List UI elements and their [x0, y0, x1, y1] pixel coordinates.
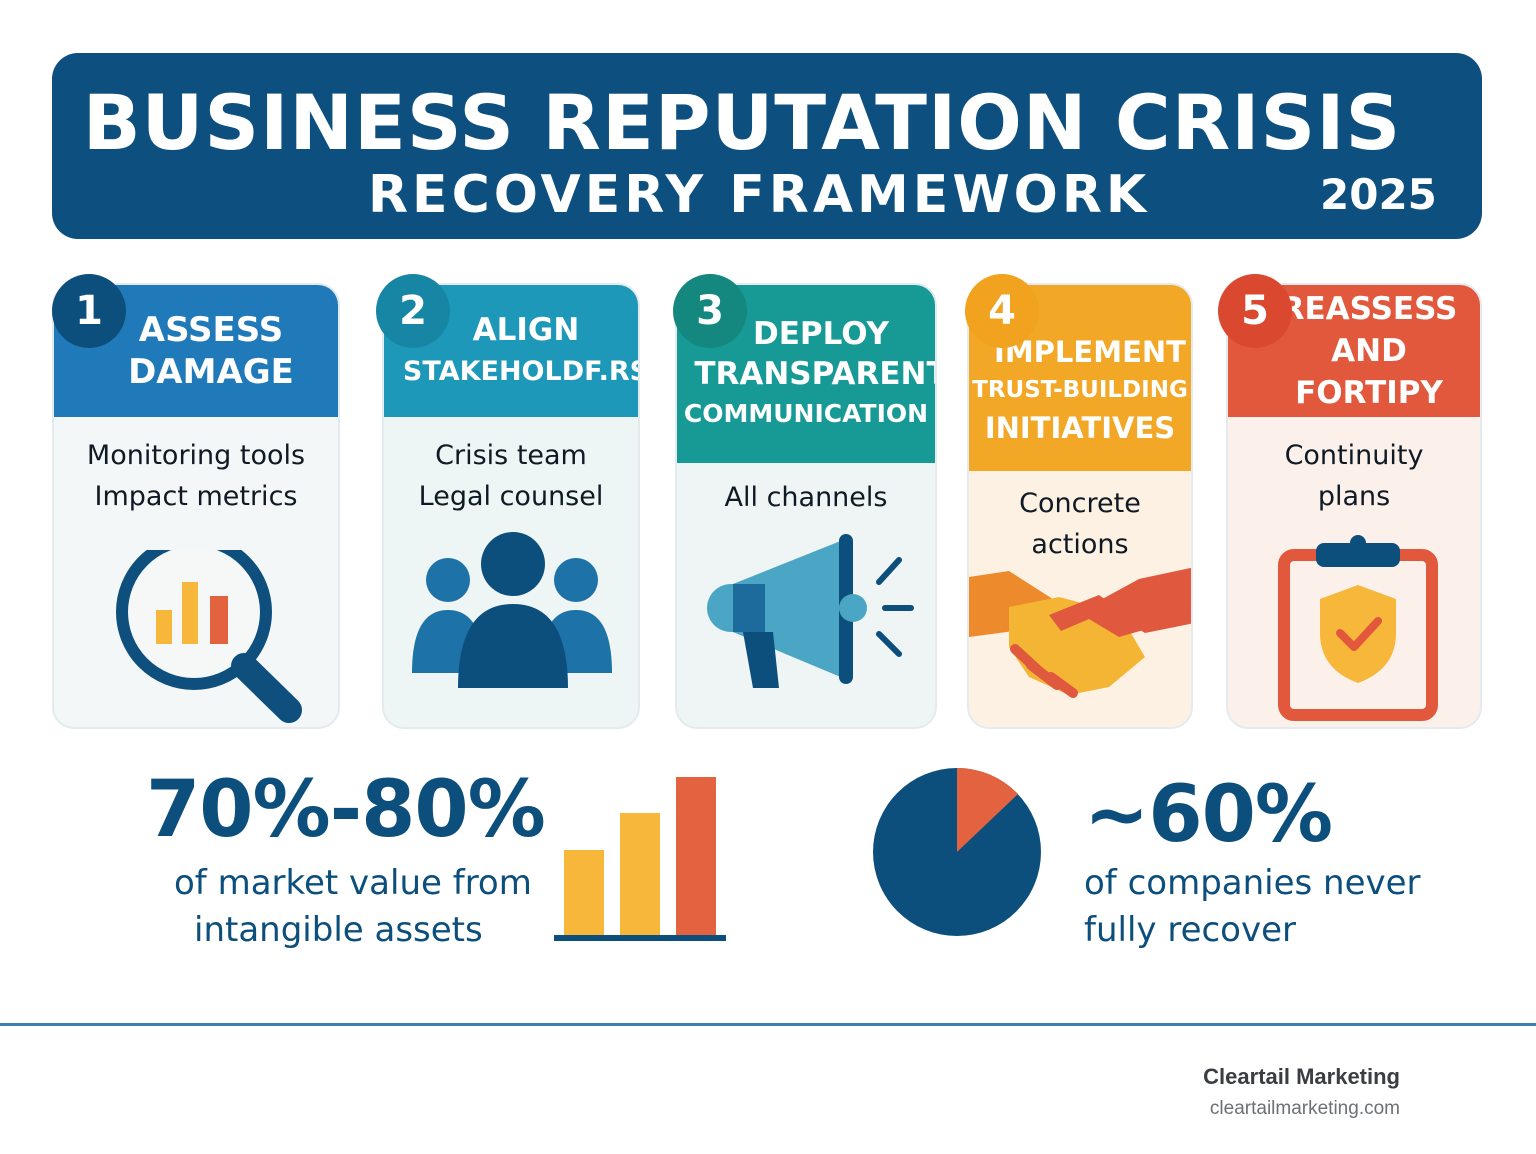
step-text-line: actions	[1031, 529, 1129, 560]
step-title-line: DAMAGE	[128, 352, 294, 392]
step-text-line: Concrete	[1019, 488, 1141, 519]
step-text-line: Legal counsel	[418, 481, 604, 512]
step-title-line: ALIGN	[472, 312, 580, 348]
step-card-reassess: REASSESS AND FORTIPY Continuity plans	[1226, 283, 1482, 729]
step-text-line: Monitoring tools	[86, 440, 306, 471]
step-description: Crisis team Legal counsel	[384, 435, 638, 517]
bar-chart-icon	[554, 777, 726, 941]
stat-caption-never-recover: of companies never fully recover	[1084, 860, 1421, 954]
handshake-icon	[969, 567, 1191, 698]
brand-name: Cleartail Marketing	[1203, 1064, 1400, 1089]
step-card-deploy: DEPLOY TRANSPARENT COMMUNICATION All cha…	[675, 283, 937, 729]
stat-value-never-recover: ~60%	[1084, 770, 1333, 860]
stat-caption-line: of companies never	[1084, 863, 1421, 903]
step-title-line: COMMUNICATION	[683, 399, 929, 428]
step-number-badge: 1	[52, 274, 126, 348]
page-title: BUSINESS REPUTATION CRISIS	[82, 78, 1402, 167]
step-text-line: Crisis team	[435, 440, 587, 471]
magnifier-chart-icon	[116, 550, 302, 723]
step-title-line: TRUST-BUILDING	[972, 377, 1188, 403]
step-card-header: DEPLOY TRANSPARENT COMMUNICATION	[677, 285, 935, 463]
stat-caption-line: intangible assets	[194, 910, 483, 950]
step-text-line: plans	[1317, 481, 1391, 512]
step-title-line: ASSESS	[138, 310, 284, 350]
step-title-line: TRANSPARENT	[694, 356, 937, 392]
shield-clipboard-icon	[1278, 535, 1438, 721]
step-number-badge: 3	[673, 274, 747, 348]
step-title-line: REASSESS	[1280, 291, 1458, 327]
stat-value-intangible: 70%-80%	[146, 765, 546, 855]
step-title-line: INITIATIVES	[984, 411, 1176, 445]
pie-chart-icon	[873, 767, 1041, 936]
brand-url: cleartailmarketing.com	[1209, 1098, 1400, 1119]
step-description: Concrete actions	[969, 483, 1191, 565]
step-card-implement: IMPLEMENT TRUST-BUILDING INITIATIVES Con…	[967, 283, 1193, 729]
step-text-line: All channels	[724, 482, 888, 513]
step-text-line: Continuity	[1284, 440, 1424, 471]
stat-caption-line: of market value from	[174, 863, 532, 903]
megaphone-icon	[707, 534, 914, 688]
step-description: All channels	[677, 477, 935, 518]
step-text-line: Impact metrics	[94, 481, 298, 512]
step-number-badge: 2	[376, 274, 450, 348]
footer-divider	[0, 1023, 1536, 1026]
stat-caption-intangible: of market value from intangible assets	[174, 860, 532, 954]
step-title-line: AND FORTIPY	[1295, 333, 1443, 411]
team-icon	[412, 532, 612, 688]
stat-caption-line: fully recover	[1084, 910, 1297, 950]
step-number-badge: 5	[1218, 274, 1292, 348]
step-description: Continuity plans	[1228, 435, 1480, 517]
title-banner	[52, 53, 1482, 239]
step-card-header: REASSESS AND FORTIPY	[1228, 285, 1480, 417]
step-number-badge: 4	[965, 274, 1039, 348]
step-description: Monitoring tools Impact metrics	[54, 435, 338, 517]
step-title-line: IMPLEMENT	[994, 335, 1186, 369]
step-title-line: STAKEHOLDF.RS	[402, 356, 640, 387]
step-title-line: DEPLOY	[753, 316, 889, 352]
step-card-assess: ASSESS DAMAGE Monitoring tools Impact me…	[52, 283, 340, 729]
year-label: 2025	[1320, 170, 1437, 219]
step-card-align: ALIGN STAKEHOLDF.RS Crisis team Legal co…	[382, 283, 640, 729]
page-subtitle: RECOVERY FRAMEWORK	[368, 165, 1151, 225]
